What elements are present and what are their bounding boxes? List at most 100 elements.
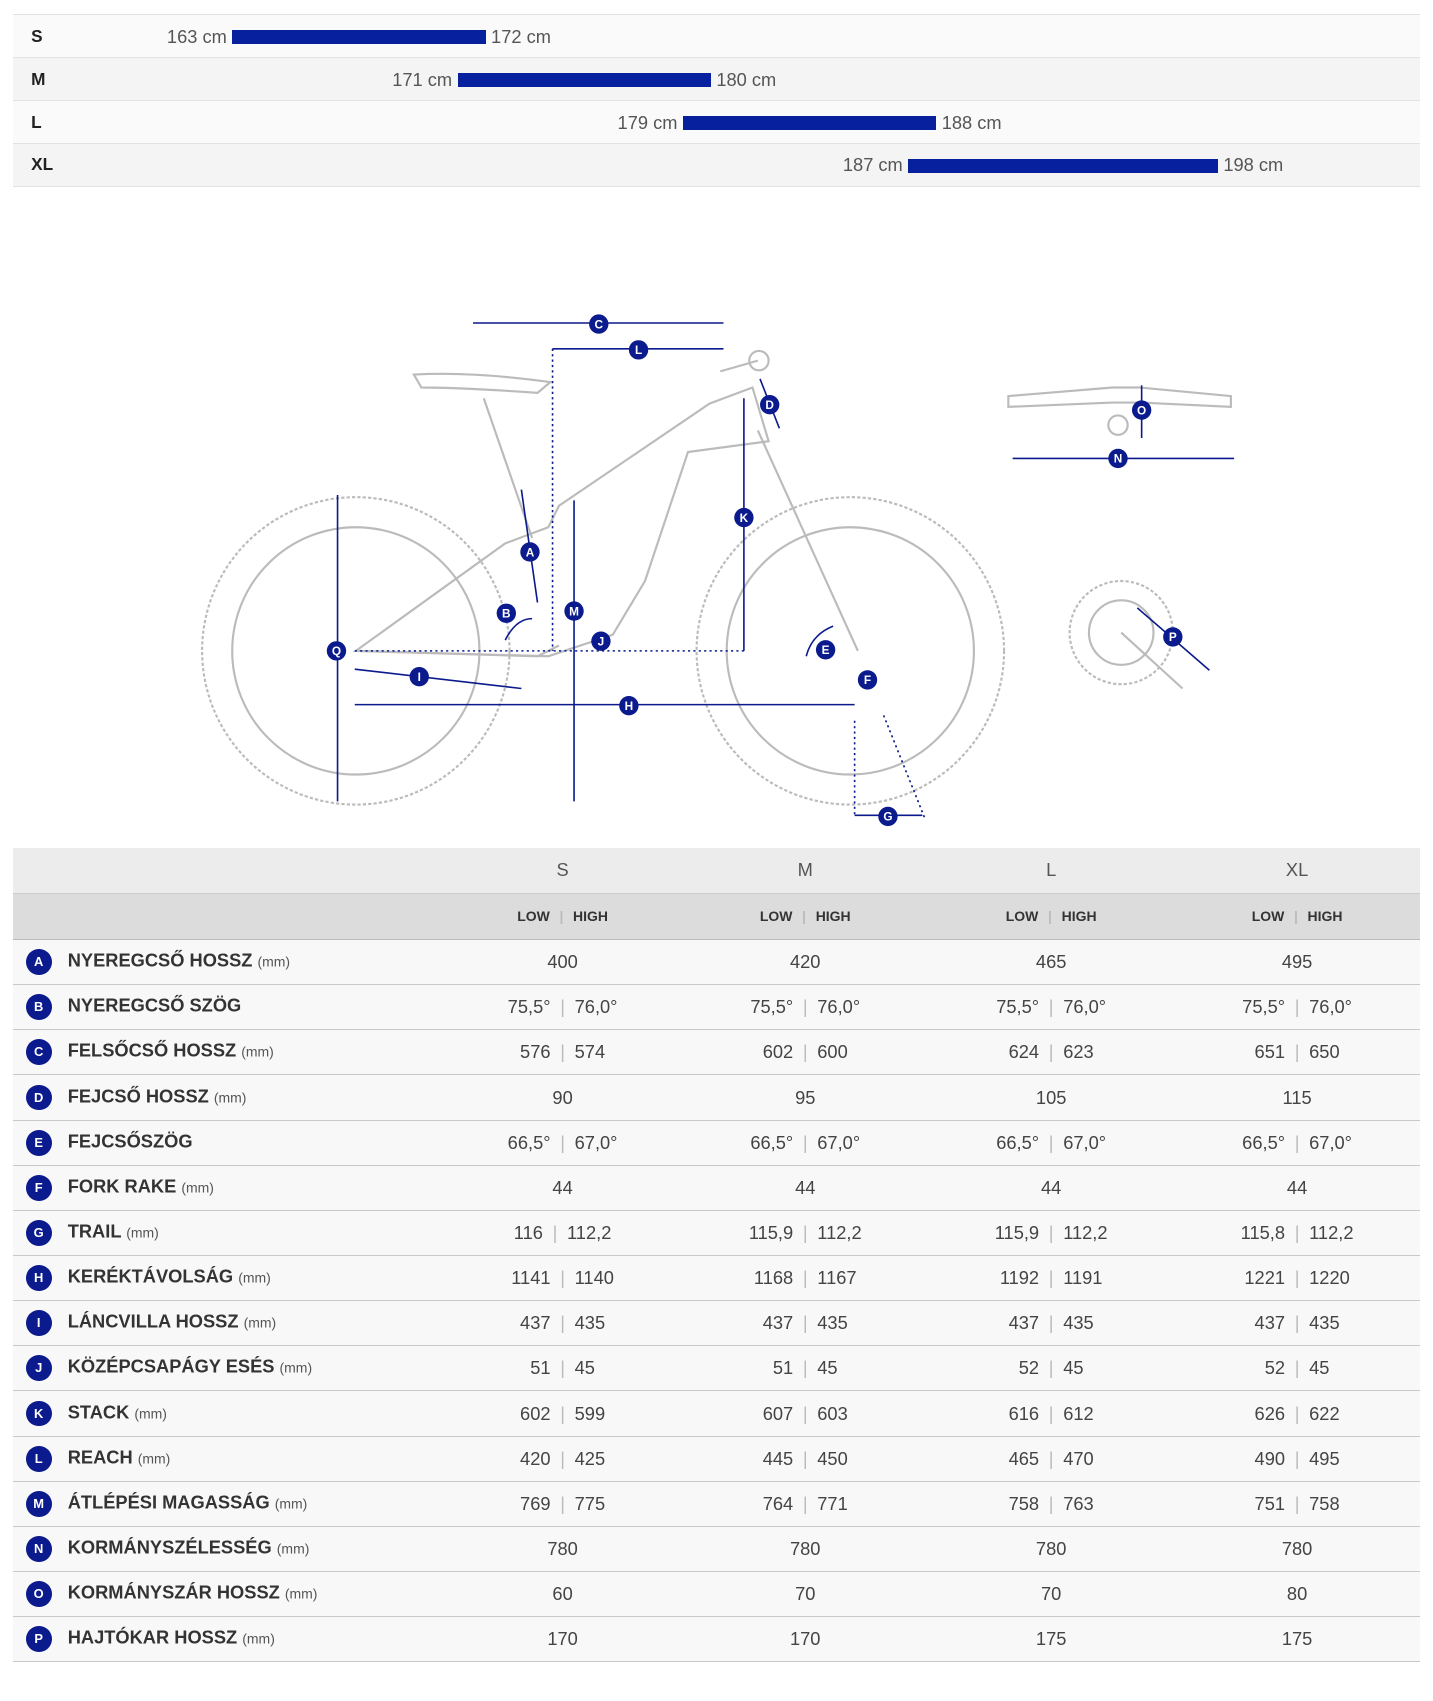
header-empty [13, 848, 443, 893]
value-cell: 115,9|112,2 [994, 1221, 1108, 1243]
letter-badge: B [25, 994, 52, 1021]
value-cell: 607|603 [762, 1402, 848, 1424]
value-cell: 44 [1286, 1176, 1308, 1198]
svg-text:B: B [502, 606, 511, 620]
value-cell: 75,5°|76,0° [996, 996, 1107, 1018]
svg-text:C: C [595, 317, 604, 331]
value-cell: 490|495 [1254, 1447, 1340, 1469]
marker-e: E [815, 639, 836, 659]
size-row-xl: XL 187 cm 198 cm [12, 143, 1421, 187]
value-cell: 60 [552, 1583, 573, 1605]
front-wheel [695, 495, 1006, 806]
value-cell: 66,5°|67,0° [996, 1131, 1107, 1153]
height-range-bar [457, 72, 711, 87]
letter-badge: H [25, 1265, 52, 1291]
value-cell: 602|600 [762, 1041, 848, 1063]
marker-p: P [1163, 626, 1183, 647]
low-high-header: LOW|HIGH [517, 908, 608, 925]
svg-text:Q: Q [332, 644, 341, 658]
letter-badge: C [25, 1039, 52, 1066]
letter-badge: O [25, 1581, 52, 1607]
size-column-header: S [556, 859, 569, 881]
svg-text:P: P [1169, 630, 1177, 644]
value-cell: 116|112,2 [513, 1221, 612, 1243]
letter-badge: P [25, 1626, 52, 1653]
marker-q: Q [326, 640, 347, 661]
header-empty [13, 893, 443, 939]
value-cell: 51|45 [772, 1357, 838, 1379]
value-cell: 90 [552, 1086, 573, 1108]
letter-badge: F [25, 1174, 52, 1201]
value-cell: 80 [1286, 1583, 1308, 1605]
value-cell: 75,5°|76,0° [507, 996, 618, 1018]
height-range-bar [908, 158, 1218, 173]
value-cell: 115 [1282, 1086, 1312, 1108]
value-cell: 602|599 [520, 1402, 606, 1424]
value-cell: 1192|1191 [999, 1267, 1103, 1289]
value-cell: 1221|1220 [1244, 1267, 1350, 1289]
marker-i: I [409, 666, 429, 686]
marker-o: O [1131, 399, 1152, 420]
value-cell: 170 [547, 1628, 578, 1650]
value-cell: 52|45 [1018, 1357, 1084, 1379]
value-cell: 420 [789, 951, 821, 973]
value-cell: 420|425 [520, 1447, 606, 1469]
value-cell: 616|612 [1008, 1402, 1094, 1424]
svg-text:L: L [635, 343, 642, 357]
marker-l: L [628, 339, 649, 360]
letter-badge: E [25, 1129, 52, 1156]
svg-text:A: A [526, 545, 535, 559]
svg-text:G: G [883, 809, 892, 823]
value-cell: 780 [1281, 1537, 1313, 1559]
size-label: M [31, 68, 46, 89]
value-cell: 780 [547, 1537, 578, 1559]
svg-text:M: M [569, 604, 579, 618]
frame [352, 385, 771, 657]
letter-badge: I [25, 1310, 52, 1337]
value-cell: 437|435 [762, 1312, 848, 1334]
value-cell: 44 [795, 1176, 816, 1198]
value-cell: 400 [547, 951, 578, 973]
value-cell: 70 [795, 1583, 816, 1605]
value-cell: 445|450 [762, 1447, 848, 1469]
value-cell: 437|435 [1254, 1312, 1340, 1334]
marker-k: K [734, 507, 754, 527]
marker-d: D [760, 394, 780, 414]
value-cell: 75,5°|76,0° [750, 996, 861, 1018]
value-cell: 95 [795, 1086, 816, 1108]
min-height-label: 171 cm [392, 68, 453, 90]
min-height-label: 179 cm [617, 111, 678, 133]
value-cell: 175 [1035, 1628, 1067, 1650]
marker-m: M [564, 600, 584, 621]
max-height-label: 172 cm [491, 25, 551, 47]
value-cell: 70 [1040, 1583, 1062, 1605]
svg-text:K: K [740, 510, 749, 524]
letter-badge: L [25, 1445, 52, 1472]
value-cell: 115,9|112,2 [748, 1221, 862, 1243]
value-cell: 1168|1167 [753, 1267, 857, 1289]
letter-badge: J [25, 1355, 52, 1382]
value-cell: 624|623 [1008, 1041, 1094, 1063]
value-cell: 170 [789, 1628, 821, 1650]
low-high-header: LOW|HIGH [759, 908, 851, 925]
value-cell: 626|622 [1254, 1402, 1340, 1424]
svg-text:H: H [625, 698, 634, 712]
value-cell: 758|763 [1008, 1492, 1094, 1514]
